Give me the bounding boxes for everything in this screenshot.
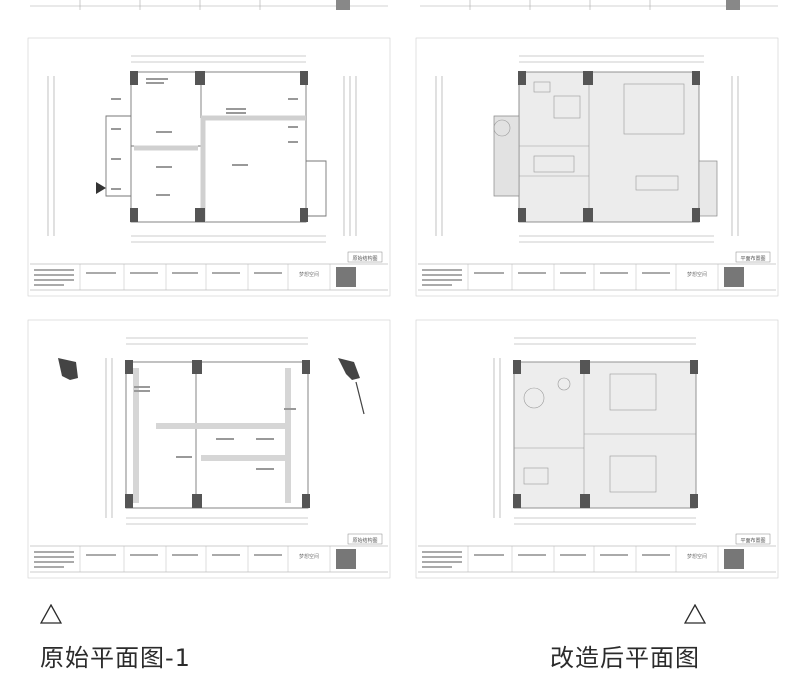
- top-strip: [0, 0, 800, 14]
- triangle-marker-left-icon: [40, 604, 62, 624]
- floor-plan-renovated-1: 平面布置图 梦想空间: [414, 36, 780, 298]
- qr-code-icon: [724, 267, 744, 287]
- logo-text: 梦想空间: [687, 271, 707, 278]
- triangle-marker-right-icon: [684, 604, 706, 624]
- qr-code-icon: [336, 549, 356, 569]
- qr-code-icon: [724, 549, 744, 569]
- logo-text: 梦想空间: [299, 271, 319, 278]
- sheet-label: 平面布置图: [740, 537, 765, 544]
- logo-text: 梦想空间: [299, 553, 319, 560]
- caption-renovated-plan: 改造后平面图: [550, 644, 700, 672]
- qr-code-icon: [336, 267, 356, 287]
- sheet-label: 原始结构图: [352, 255, 377, 262]
- floor-plan-original-1: 原始结构图 梦想空间: [26, 36, 392, 298]
- floor-plan-original-2: 原始结构图 梦想空间: [26, 318, 392, 580]
- sheet-label: 平面布置图: [740, 255, 765, 262]
- caption-original-plan: 原始平面图-1: [40, 644, 191, 672]
- floor-plan-renovated-2: 平面布置图 梦想空间: [414, 318, 780, 580]
- logo-text: 梦想空间: [687, 553, 707, 560]
- sheet-label: 原始结构图: [352, 537, 377, 544]
